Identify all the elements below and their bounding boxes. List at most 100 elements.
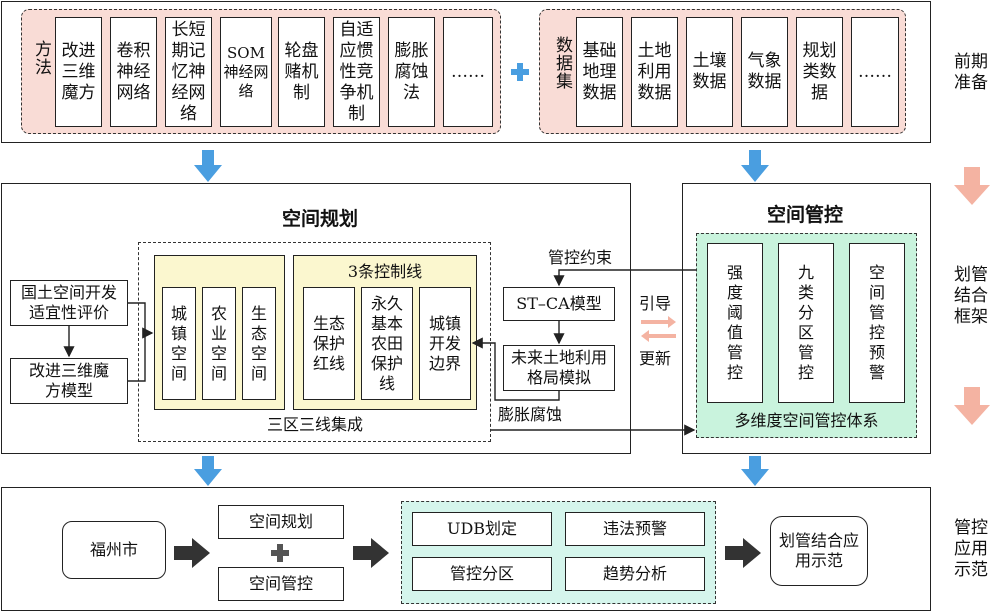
- stca-box: ST–CA模型: [503, 287, 615, 321]
- planning-title: 空间规划: [281, 208, 358, 230]
- dark-arrow-right-2: [353, 538, 389, 568]
- dark-arrow-right-3: [725, 538, 761, 568]
- control-title: 空间管控: [766, 204, 843, 226]
- control-2-text: 九类分区管控: [797, 263, 814, 382]
- dataset-5-text: 规划类数据: [802, 40, 837, 103]
- demo-item-1-text: UDB划定: [446, 519, 518, 538]
- guide-arrow-right: [641, 316, 676, 328]
- datasets-label: 数据集: [552, 36, 572, 90]
- method-box-1: 改进三维魔方: [55, 17, 102, 127]
- demo-item-3-text: 管控分区: [449, 564, 514, 583]
- salmon-arrow-down-2: [954, 387, 990, 425]
- integration-label: 三区三线集成: [266, 415, 363, 434]
- dataset-box-3: 土壤数据: [686, 17, 733, 127]
- methods-label: 方法: [31, 40, 51, 76]
- method-6-text: 自适应惯性竞争机制: [339, 19, 374, 124]
- demo-item-1: UDB划定: [412, 512, 552, 546]
- method-box-4: SOM神经网络: [220, 17, 272, 127]
- eval-text: 国土空间开发适宜性评价: [20, 283, 117, 322]
- result-text: 划管结合应用示范: [778, 531, 859, 570]
- city-text: 福州市: [89, 540, 138, 559]
- dataset-more-text: ……: [858, 61, 892, 82]
- method-4-text: SOM神经网络: [223, 43, 269, 100]
- dataset-box-2: 土地利用数据: [631, 17, 678, 127]
- control-1-text: 强度阈值管控: [726, 263, 743, 382]
- dark-arrow-right-1: [174, 538, 210, 568]
- demo-item-2: 违法预警: [565, 512, 705, 546]
- space-box-2: 农业空间: [202, 287, 236, 400]
- method-5-text: 轮盘赌机制: [284, 40, 319, 103]
- space-box-1: 城镇空间: [162, 287, 196, 400]
- method-box-6: 自适应惯性竞争机制: [333, 17, 380, 127]
- dataset-box-more: ……: [851, 17, 899, 127]
- model-box: 改进三维魔方模型: [10, 358, 128, 404]
- result-box: 划管结合应用示范: [770, 516, 868, 586]
- space-box-3: 生态空间: [242, 287, 276, 400]
- demo-item-4: 趋势分析: [565, 557, 705, 591]
- demo-item-2-text: 违法预警: [602, 519, 667, 538]
- line-box-1: 生态保护红线: [303, 287, 355, 400]
- dataset-4-text: 气象数据: [747, 51, 782, 92]
- dataset-box-5: 规划类数据: [796, 17, 843, 127]
- dataset-2-text: 土地利用数据: [637, 40, 672, 103]
- space-1-text: 城镇空间: [170, 303, 187, 383]
- side-label-demo: 管控应用示范: [954, 518, 988, 580]
- plus-icon-2: [271, 544, 289, 562]
- method-7-text: 膨胀腐蚀法: [394, 40, 429, 103]
- stca-text: ST–CA模型: [516, 294, 602, 313]
- future-to-boundary-arrow: [471, 337, 560, 401]
- dataset-1-text: 基础地理数据: [582, 40, 617, 103]
- demo-ctrl-text: 空间管控: [248, 574, 313, 593]
- update-label: 更新: [639, 349, 672, 368]
- constraint-label: 管控约束: [548, 248, 613, 267]
- control-box-3: 空间管控预警: [849, 243, 905, 403]
- constraint-arrow: [553, 269, 696, 287]
- line-box-2: 永久基本农田保护线: [361, 287, 413, 400]
- method-2-text: 卷积神经网络: [116, 40, 151, 103]
- demo-plan-text: 空间规划: [248, 512, 313, 531]
- method-box-7: 膨胀腐蚀法: [388, 17, 435, 127]
- model-text: 改进三维魔方模型: [28, 361, 109, 400]
- demo-item-4-text: 趋势分析: [602, 564, 667, 583]
- salmon-arrow-down-1: [954, 167, 990, 205]
- control-box-2: 九类分区管控: [778, 243, 834, 403]
- future-box: 未来土地利用格局模拟: [503, 345, 615, 391]
- control-3-text: 空间管控预警: [868, 263, 885, 382]
- future-text: 未来土地利用格局模拟: [510, 348, 607, 387]
- line-2-text: 永久基本农田保护线: [370, 293, 403, 393]
- method-1-text: 改进三维魔方: [61, 40, 96, 103]
- integration-group: [138, 242, 491, 442]
- blue-arrow-down-4: [741, 456, 769, 486]
- control-box-1: 强度阈值管控: [707, 243, 763, 403]
- blue-arrow-down-3: [194, 456, 222, 486]
- eval-box: 国土空间开发适宜性评价: [10, 280, 128, 326]
- space-2-text: 农业空间: [210, 303, 227, 383]
- blue-arrow-down-1: [194, 150, 222, 182]
- eval-to-spaces-arrow: [128, 302, 154, 339]
- plus-icon: [511, 63, 529, 81]
- demo-plan-box: 空间规划: [218, 505, 344, 539]
- line-box-3: 城镇开发边界: [419, 287, 471, 400]
- dataset-box-4: 气象数据: [741, 17, 788, 127]
- model-to-spaces-line: [128, 333, 146, 382]
- dataset-3-text: 土壤数据: [692, 51, 727, 92]
- method-more-text: ……: [451, 61, 485, 82]
- space-3-text: 生态空间: [250, 303, 267, 383]
- demo-item-3: 管控分区: [412, 557, 552, 591]
- method-box-3: 长短期记忆神经网络: [165, 17, 212, 127]
- city-box: 福州市: [62, 521, 166, 579]
- dilate-label: 膨胀腐蚀: [498, 405, 563, 424]
- three-lines-title: 3条控制线: [347, 262, 423, 281]
- demo-ctrl-box: 空间管控: [218, 567, 344, 601]
- guide-label: 引导: [639, 294, 672, 313]
- dataset-box-1: 基础地理数据: [576, 17, 623, 127]
- method-box-5: 轮盘赌机制: [278, 17, 325, 127]
- side-label-prep: 前期准备: [954, 52, 988, 93]
- line-3-text: 城镇开发边界: [428, 313, 461, 373]
- blue-arrow-down-2: [741, 150, 769, 182]
- control-system-label: 多维度空间管控体系: [734, 411, 879, 430]
- method-3-text: 长短期记忆神经网络: [171, 19, 206, 124]
- update-arrow-left: [641, 330, 676, 342]
- method-box-more: ……: [443, 17, 493, 127]
